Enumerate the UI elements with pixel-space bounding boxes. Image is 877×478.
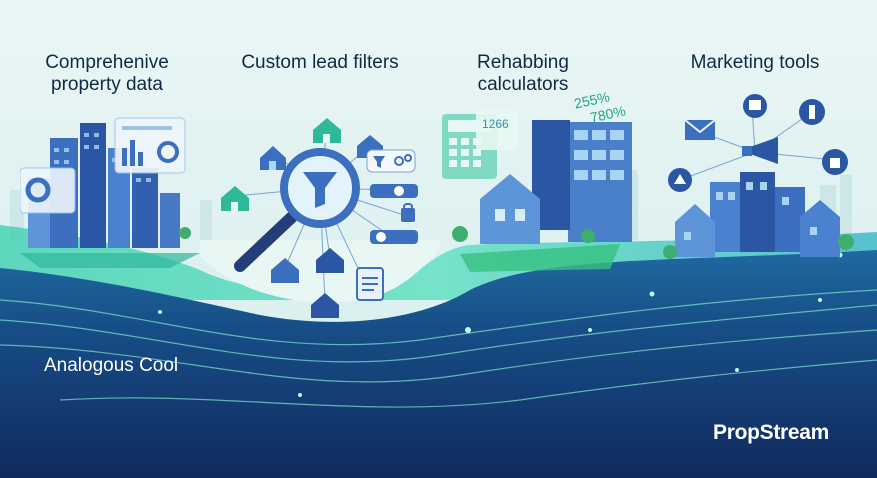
document-icon (356, 267, 384, 301)
house-icon (316, 248, 344, 273)
palette-caption: Analogous Cool (44, 355, 179, 376)
panel-title-rehab-calculators: Rehabbing calculators (477, 52, 569, 95)
magnifier-icon (234, 148, 360, 272)
panel-title-lead-filters: Custom lead filters (241, 52, 399, 73)
property-data-illustration (20, 117, 200, 268)
funnel-icon (366, 149, 416, 173)
leaf-icon (668, 168, 692, 192)
funnel-icon (303, 172, 337, 208)
lead-filters-illustration (221, 118, 418, 318)
megaphone-icon (742, 137, 778, 164)
thumbs-up-icon (822, 149, 848, 175)
house-icon (271, 258, 299, 283)
panel-title-property-data: Comprehenive property data (45, 52, 169, 95)
house-icon (260, 146, 286, 170)
bookmark-icon (799, 99, 825, 125)
stat-screen (476, 110, 518, 150)
dashboard-panel (114, 117, 186, 174)
house-icon (480, 174, 540, 244)
brand-logo: PropStream (713, 421, 830, 444)
house-icon (311, 293, 339, 318)
marketing-tools-illustration (663, 94, 854, 259)
tree (179, 227, 191, 239)
envelope-icon (684, 119, 716, 140)
slider-icon (370, 230, 418, 244)
chat-icon (743, 94, 767, 118)
panel-title-marketing-tools: Marketing tools (690, 52, 820, 73)
house-icon (313, 118, 341, 143)
pie-chart-panel (20, 167, 76, 214)
slider-icon (370, 184, 418, 198)
apartment-building (568, 122, 632, 242)
stat-screen-value: 1266 (482, 117, 509, 131)
lock-icon (401, 203, 415, 222)
rehab-calculator-illustration: 1266 (442, 110, 632, 272)
house-icon (221, 186, 249, 211)
house-cluster (675, 172, 840, 257)
